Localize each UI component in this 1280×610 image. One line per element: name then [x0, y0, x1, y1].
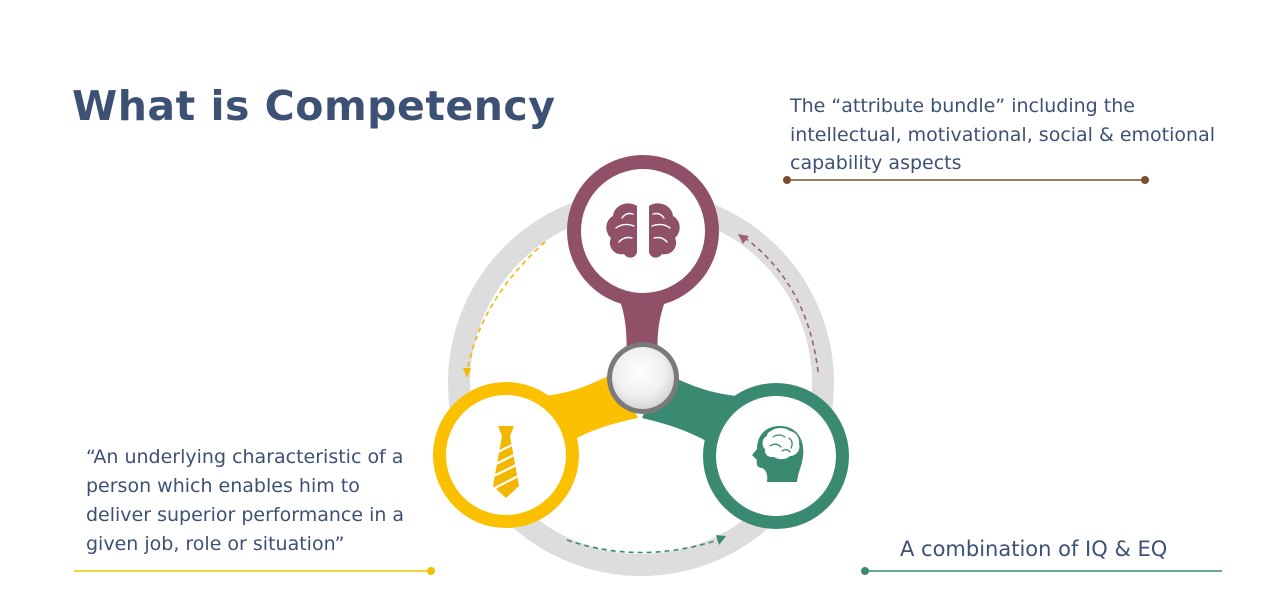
underline-left [74, 567, 435, 575]
text-line: A combination of IQ & EQ [900, 537, 1168, 561]
text-line: deliver superior performance in a [86, 504, 405, 526]
definition-quote-text: “An underlying characteristic of a perso… [86, 443, 404, 559]
attribute-bundle-text: The “attribute bundle” including the int… [790, 92, 1215, 178]
arrow-left-to-right [566, 535, 726, 554]
underline-top [783, 176, 1149, 184]
text-line: capability aspects [790, 152, 962, 174]
tie-icon [493, 426, 519, 498]
underline-right [861, 567, 1222, 575]
top-node [567, 155, 719, 360]
text-line: “An underlying characteristic of a [86, 446, 404, 468]
arrow-top-to-left [463, 241, 546, 378]
head-brain-icon [752, 426, 804, 482]
center-hub [607, 342, 679, 414]
brain-icon [606, 203, 680, 258]
text-line: given job, role or situation” [86, 533, 345, 555]
iq-eq-text: A combination of IQ & EQ [900, 535, 1167, 563]
text-line: intellectual, motivational, social & emo… [790, 123, 1215, 146]
page-title: What is Competency [72, 82, 556, 130]
text-line: The “attribute bundle” including the [790, 95, 1135, 117]
text-line: person which enables him to [86, 475, 360, 497]
arrow-right-to-top [738, 234, 819, 373]
